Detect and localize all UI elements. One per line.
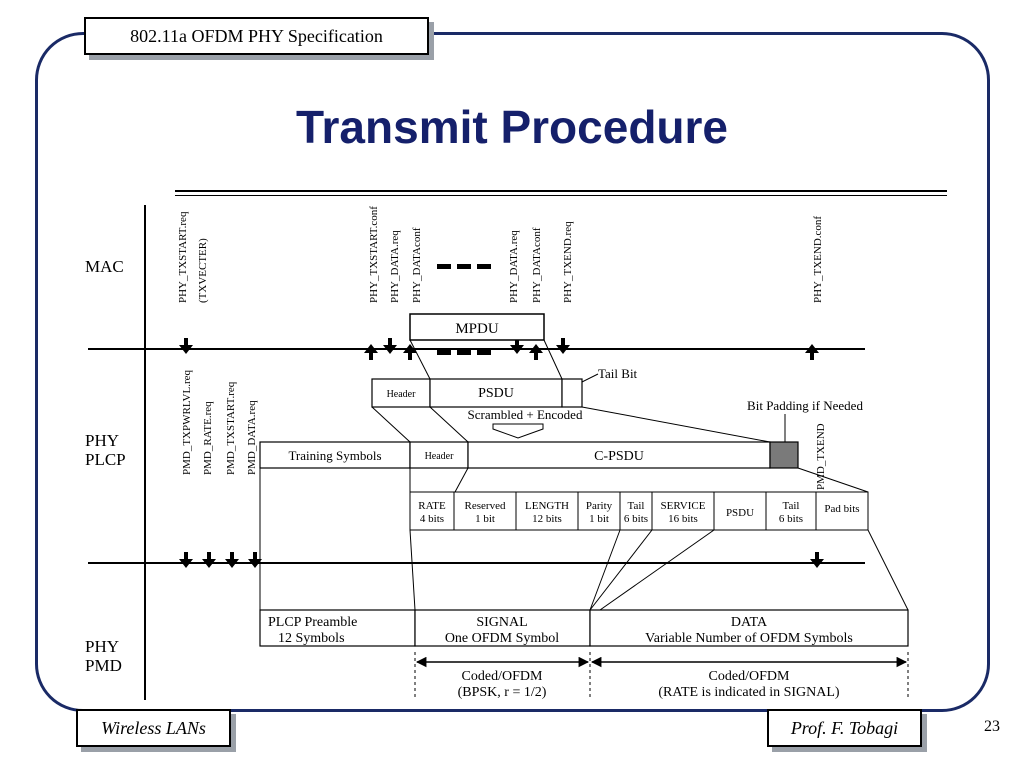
mac-prim-data-conf-2: PHY_DATAconf bbox=[531, 227, 543, 303]
arrow-txstart-req bbox=[179, 338, 193, 354]
field-rate-l1: RATE bbox=[418, 500, 446, 512]
field-tail-1 bbox=[619, 491, 653, 531]
field-tail-1-l1: Tail bbox=[628, 500, 645, 512]
pmd-data-l1: DATA bbox=[731, 615, 768, 630]
field-pad-bits bbox=[815, 491, 869, 531]
field-service bbox=[651, 491, 715, 531]
pmd-prim-txend: PMD_TXEND bbox=[815, 423, 827, 490]
signal-coding-l2: (BPSK, r = 1/2) bbox=[458, 685, 547, 700]
field-rate-l2: 4 bits bbox=[420, 513, 444, 525]
tail-bit-box bbox=[561, 378, 583, 408]
plcp-ellipsis bbox=[437, 350, 491, 355]
signal-coding-l1: Coded/OFDM bbox=[462, 669, 543, 684]
cpsdu-label: C-PSDU bbox=[594, 449, 644, 464]
mac-prim-data-conf-1: PHY_DATAconf bbox=[411, 227, 423, 303]
layer-phy-plcp-1: PHY bbox=[85, 431, 119, 450]
mac-prim-data-req-2: PHY_DATA.req bbox=[508, 230, 520, 303]
scrambled-label: Scrambled + Encoded bbox=[468, 407, 583, 422]
arrow-data-req-1 bbox=[383, 338, 397, 354]
mac-ellipsis bbox=[437, 264, 491, 269]
field-parity-l2: 1 bit bbox=[589, 513, 609, 525]
field-reserved-l1: Reserved bbox=[465, 500, 506, 512]
footer-left-text: Wireless LANs bbox=[101, 717, 206, 738]
arrow-txend-conf bbox=[805, 344, 819, 360]
field-reserved bbox=[453, 491, 517, 531]
field-reserved-l2: 1 bit bbox=[475, 513, 495, 525]
field-tail-2-l1: Tail bbox=[783, 500, 800, 512]
field-parity bbox=[577, 491, 621, 531]
psdu-label: PSDU bbox=[478, 386, 514, 401]
psdu-header-box bbox=[371, 378, 431, 408]
footer-left-label: Wireless LANs bbox=[76, 709, 231, 747]
mac-prim-txstart-req: PHY_TXSTART.req bbox=[177, 211, 189, 303]
field-tail-1-l2: 6 bits bbox=[624, 513, 648, 525]
arrow-pmd-txstart bbox=[225, 552, 239, 568]
training-symbols-box bbox=[259, 441, 411, 469]
page-number: 23 bbox=[984, 718, 1000, 735]
pmd-preamble-box bbox=[259, 609, 416, 647]
bit-padding-label: Bit Padding if Needed bbox=[747, 398, 863, 413]
field-length-l1: LENGTH bbox=[525, 500, 569, 512]
field-tail-2-l2: 6 bits bbox=[779, 513, 803, 525]
field-length-l2: 12 bits bbox=[532, 513, 562, 525]
pmd-prim-txstart: PMD_TXSTART.req bbox=[225, 381, 237, 475]
tail-bit-label: Tail Bit bbox=[598, 366, 638, 381]
field-psdu bbox=[713, 491, 767, 531]
mac-prim-txvector: (TXVECTER) bbox=[197, 238, 209, 303]
title-divider-thin bbox=[175, 195, 947, 196]
slide-title: Transmit Procedure bbox=[295, 101, 729, 153]
arrow-pmd-txend bbox=[810, 552, 824, 568]
field-service-l1: SERVICE bbox=[661, 500, 706, 512]
plcp-header-label: Header bbox=[425, 451, 455, 462]
arrow-pmd-rate bbox=[202, 552, 216, 568]
layer-phy-pmd-2: PMD bbox=[85, 656, 122, 675]
psdu-header-label: Header bbox=[387, 389, 417, 400]
pmd-preamble-l1: PLCP Preamble bbox=[268, 615, 357, 630]
course-title-label: 802.11a OFDM PHY Specification bbox=[84, 17, 429, 55]
pmd-signal-box bbox=[414, 609, 591, 647]
footer-right-text: Prof. F. Tobagi bbox=[790, 717, 899, 738]
mac-prim-data-req-1: PHY_DATA.req bbox=[389, 230, 401, 303]
mac-prim-txend-req: PHY_TXEND.req bbox=[562, 221, 574, 303]
arrow-txend-req bbox=[556, 338, 570, 354]
pmd-prim-rate: PMD_RATE.req bbox=[202, 401, 214, 475]
field-pad-bits-l1: Pad bits bbox=[824, 503, 859, 515]
layer-mac: MAC bbox=[85, 257, 124, 276]
title-divider bbox=[175, 190, 947, 192]
field-parity-l1: Parity bbox=[586, 500, 613, 512]
field-service-l2: 16 bits bbox=[668, 513, 698, 525]
mpdu-label: MPDU bbox=[455, 321, 499, 337]
field-psdu-l1: PSDU bbox=[726, 507, 754, 519]
pmd-signal-l2: One OFDM Symbol bbox=[445, 631, 559, 646]
pmd-prim-data: PMD_DATA.req bbox=[246, 400, 258, 475]
training-symbols-label: Training Symbols bbox=[288, 448, 381, 463]
arrow-txstart-conf bbox=[364, 344, 378, 360]
layer-phy-pmd-1: PHY bbox=[85, 637, 119, 656]
arrow-pmd-txpwrlvl bbox=[179, 552, 193, 568]
cpsdu-box bbox=[467, 441, 771, 469]
layer-phy-plcp-2: PLCP bbox=[85, 450, 126, 469]
pmd-data-box bbox=[589, 609, 909, 647]
course-title-text: 802.11a OFDM PHY Specification bbox=[130, 25, 383, 46]
footer-right-label: Prof. F. Tobagi bbox=[767, 709, 922, 747]
data-coding-l1: Coded/OFDM bbox=[709, 669, 790, 684]
scrambled-arrow bbox=[492, 423, 544, 439]
mpdu-box bbox=[409, 313, 545, 341]
pmd-prim-txpwrlvl: PMD_TXPWRLVL.req bbox=[181, 369, 193, 475]
pmd-data-l2: Variable Number of OFDM Symbols bbox=[645, 631, 853, 646]
field-tail-2 bbox=[765, 491, 817, 531]
pmd-signal-l1: SIGNAL bbox=[476, 615, 527, 630]
pad-bits-block bbox=[769, 441, 799, 469]
mac-prim-txend-conf: PHY_TXEND.conf bbox=[812, 216, 824, 303]
arrow-data-conf-2 bbox=[529, 344, 543, 360]
pmd-preamble-l2: 12 Symbols bbox=[278, 631, 345, 646]
plcp-header-box bbox=[409, 441, 469, 469]
slide-frame bbox=[35, 32, 990, 712]
data-coding-l2: (RATE is indicated in SIGNAL) bbox=[658, 685, 840, 700]
arrow-data-conf-1 bbox=[403, 344, 417, 360]
mac-prim-txstart-conf: PHY_TXSTART.conf bbox=[368, 206, 380, 303]
